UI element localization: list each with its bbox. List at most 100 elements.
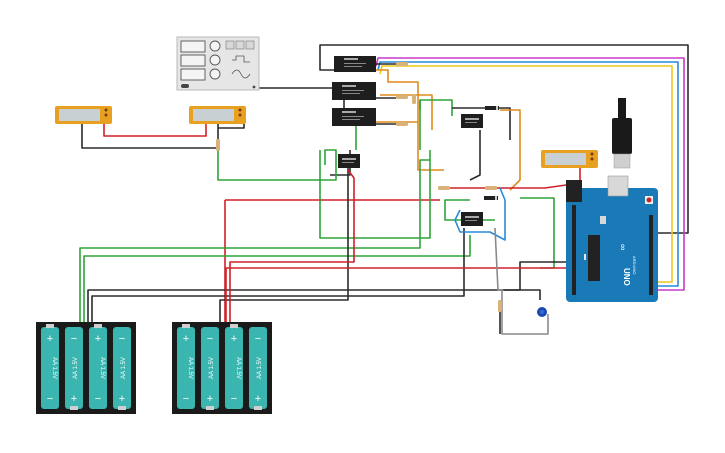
battery-label: AA 1.5V [73,357,79,379]
wire-black-left-meter[interactable] [81,124,219,149]
battery-terminal-top: + [183,333,189,345]
resistor-6[interactable] [485,186,497,190]
multimeter-left[interactable] [55,106,112,124]
battery-cell: −+AA 1.5V [113,327,131,410]
battery-label: AA 1.5V [51,357,57,379]
battery-pack-left[interactable]: +−AA 1.5V−+AA 1.5V+−AA 1.5V−+AA 1.5V [36,322,136,414]
wave-preview-sine [231,69,251,79]
wire-red-long[interactable] [224,184,567,330]
battery-terminal-bottom: − [47,393,53,405]
wire-black-diode-top[interactable] [452,107,511,140]
chip-3[interactable] [332,108,376,126]
battery-terminal-top: + [47,333,53,345]
resistor-5[interactable] [438,186,450,190]
resistor-1[interactable] [396,62,408,66]
wire-green-mid[interactable] [419,99,453,116]
battery-packs: +−AA 1.5V−+AA 1.5V+−AA 1.5V−+AA 1.5V+−AA… [36,322,272,414]
chip-4[interactable] [338,154,360,168]
resistor-8[interactable] [412,94,416,104]
battery-terminal-bottom: + [71,393,77,405]
function-generator[interactable] [176,36,260,91]
fg-knob-2[interactable] [209,54,221,66]
arduino-header-right [649,215,653,295]
battery-label: AA 1.5V [99,357,105,379]
battery-label: AA 1.5V [235,357,241,379]
diode-1[interactable] [485,106,499,110]
battery-cell: + − AA 1.5V [41,324,59,409]
battery-terminal-bottom: + [207,393,213,405]
wire-red-long-2[interactable] [229,169,355,325]
wire-black-long-1[interactable] [87,261,566,325]
battery-cell: +−AA 1.5V [177,324,195,409]
arduino-board[interactable]: ∞ UNO ARDUINO [566,175,658,302]
battery-cell: −+AA 1.5V [201,327,219,410]
wire-green-meter-chip[interactable] [217,149,337,181]
wire-green-long-1[interactable] [79,159,430,325]
battery-terminal-top: − [207,333,213,345]
battery-terminal-bottom: + [119,393,125,405]
battery-label: AA 1.5V [121,357,127,379]
chip-6[interactable] [461,212,483,226]
battery-cell: − + AA 1.5V [65,327,83,410]
multimeter-middle[interactable] [189,106,246,124]
battery-terminal-top: + [231,333,237,345]
multimeter-middle-display [193,109,234,121]
arduino-usb-port [607,175,629,197]
resistors [216,62,502,312]
wire-green-arduino[interactable] [444,197,555,269]
battery-cell: +−AA 1.5V [89,324,107,409]
wire-orange-diode[interactable] [500,109,521,191]
wire-orange-2[interactable] [380,94,433,130]
resistor-2[interactable] [396,95,408,99]
wire-orange-1[interactable] [376,69,444,171]
multimeter-right[interactable] [541,150,598,168]
battery-terminal-bottom: − [183,393,189,405]
fg-knob-3[interactable] [209,68,221,80]
wire-green-mid-chip[interactable] [319,150,431,239]
wire-green-long-2[interactable] [83,235,471,325]
fg-power-switch[interactable] [181,84,189,88]
wire-black-long-2[interactable] [91,228,465,325]
sine-wave-icon[interactable] [225,40,235,50]
wire-yellow-bus[interactable] [379,65,673,283]
potentiometer[interactable] [537,307,547,317]
battery-label: AA 1.5V [257,357,263,379]
wire-black-long-3[interactable] [219,160,349,325]
fg-knob-1[interactable] [209,40,221,52]
wire-red-long-3[interactable] [225,267,566,325]
diode-2[interactable] [484,196,498,200]
chips [332,56,483,226]
fg-display-2 [180,54,206,67]
arduino-model: UNO [622,268,631,286]
wire-gray-pot[interactable] [494,227,549,335]
chip-2[interactable] [332,82,376,100]
wire-magenta-bus[interactable] [375,57,685,291]
chip-1[interactable] [334,56,376,72]
wave-preview-square [232,55,250,63]
battery-cell: + − AA 1.5V [225,324,243,409]
resistor-3[interactable] [396,122,408,126]
battery-terminal-bottom: + [255,393,261,405]
fg-terminal[interactable] [252,85,256,89]
wire-black-top[interactable] [319,44,689,234]
battery-terminal-bottom: − [231,393,237,405]
battery-terminal-top: − [71,333,77,345]
battery-cell: −+AA 1.5V [249,327,267,410]
square-wave-icon[interactable] [235,40,245,50]
resistor-7[interactable] [498,300,502,312]
usb-cable[interactable] [612,98,632,169]
wire-red-left-meter[interactable] [103,124,207,137]
arduino-chip [588,235,600,281]
chip-5[interactable] [461,114,483,128]
multimeter-left-display [59,109,100,121]
battery-pack-right[interactable]: +−AA 1.5V−+AA 1.5V+−AA 1.5V−+AA 1.5V [172,322,272,414]
wire-black-center-2[interactable] [469,130,481,181]
wire-blue-chip[interactable] [454,187,506,241]
triangle-wave-icon[interactable] [245,40,255,50]
resistor-4[interactable] [216,139,220,151]
arduino-brand: ARDUINO [632,256,637,274]
wire-black-pot[interactable] [504,289,541,300]
arduino-logo-prefix: ∞ [618,244,628,250]
multimeter-right-display [545,153,586,165]
